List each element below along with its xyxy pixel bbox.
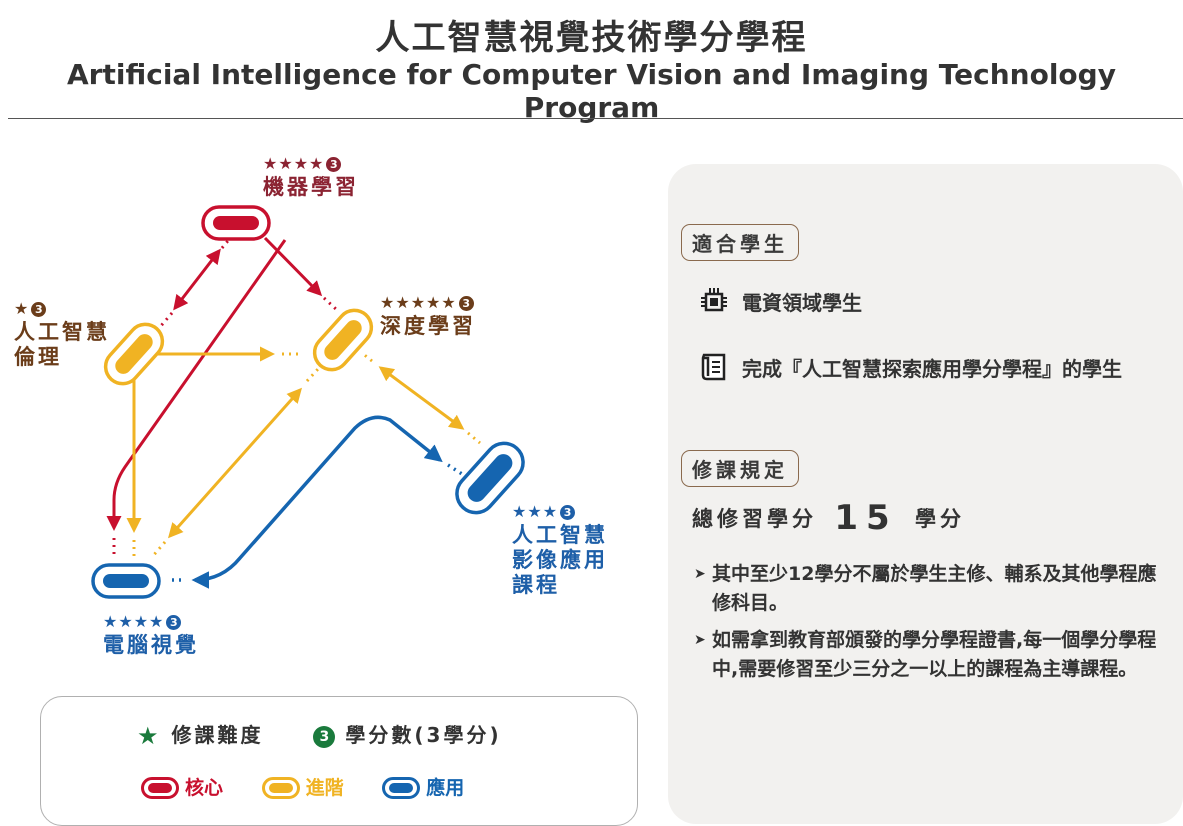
node-cv [91,563,161,599]
node-ethics [103,322,165,386]
total-credits: 總修習學分 15 學分 [692,498,965,538]
page-title-en: Artificial Intelligence for Computer Vis… [67,58,1116,124]
applied-pill-icon [382,777,421,799]
legend-advanced: 進階 [261,773,344,800]
document-icon [700,352,728,382]
ml-credit-badge: 3 [326,157,342,172]
ml-deep-arrow [263,236,340,313]
core-pill-icon [141,777,179,799]
ml-ethics-arrow [158,235,234,328]
legend-core-label: 核心 [185,777,224,799]
info-panel [668,164,1183,824]
node-ml [201,205,271,241]
advanced-pill-icon [261,777,300,799]
deep-stars: ★★★★★ [380,293,457,312]
ethics-stars: ★ [14,299,30,318]
cv-name: 電腦視覺 [103,633,199,657]
legend-row-types: 核心 進階 應用 [141,773,496,800]
ethics-credit-badge: 3 [31,302,47,317]
course-ethics-label: ★3 人工智慧 倫理 [14,295,110,370]
deep-cv-arrow [150,367,320,558]
star-icon: ★ [137,722,162,750]
chip-icon [700,286,728,316]
image-app-stars: ★★★ [512,502,559,521]
suitable-item-eecs: 電資領域學生 [700,286,862,316]
deep-name: 深度學習 [380,314,476,338]
image-app-name-line2: 影像應用 [512,548,608,572]
total-credits-prefix: 總修習學分 [692,507,817,531]
cv-credit-badge: 3 [166,615,182,630]
rule-item-2-text: 如需拿到教育部頒發的學分學程證書,每一個學分學程中,需要修習至少三分之一以上的課… [712,629,1157,680]
image-app-name-line1: 人工智慧 [512,523,608,547]
ml-name: 機器學習 [263,175,359,199]
legend-row-meaning: ★ 修課難度 3 學分數(3學分) [137,719,502,750]
course-cv-label: ★★★★3 電腦視覺 [103,608,199,658]
node-deep [312,308,374,372]
suitable-item-eecs-text: 電資領域學生 [742,290,862,315]
header-divider [8,118,1183,119]
total-credits-suffix: 學分 [914,507,965,531]
deep-image-arrow [361,351,481,445]
course-deep-label: ★★★★★3 深度學習 [380,289,476,339]
ml-cv-arrow [106,239,287,558]
image-app-credit-badge: 3 [560,505,576,520]
page-title-zh: 人工智慧視覺技術學分學程 [375,18,808,58]
legend-credits: 學分數(3學分) [345,723,502,747]
arrow-bullet-icon: ➤ [694,566,706,582]
course-rules-tag: 修課規定 [681,450,799,487]
cv-stars: ★★★★ [103,612,165,631]
legend-box: ★ 修課難度 3 學分數(3學分) 核心 進階 應用 [40,696,638,826]
legend-applied-label: 應用 [426,777,465,799]
suitable-item-completed: 完成『人工智慧探索應用學分學程』的學生 [700,352,1122,382]
suitable-item-completed-text: 完成『人工智慧探索應用學分學程』的學生 [742,356,1122,381]
ethics-name-line1: 人工智慧 [14,320,110,344]
arrow-bullet-icon: ➤ [694,632,706,648]
legend-difficulty: 修課難度 [171,723,264,747]
legend-credit-badge: 3 [313,726,336,748]
course-image-app-label: ★★★3 人工智慧 影像應用 課程 [512,498,608,598]
suitable-students-tag: 適合學生 [681,224,799,261]
course-map-diagram [91,205,525,599]
ethics-name-line2: 倫理 [14,345,62,369]
node-image-app [455,441,525,515]
rule-item-1-text: 其中至少12學分不屬於學生主修、輔系及其他學程應修科目。 [712,563,1157,614]
rule-item-2: ➤ 如需拿到教育部頒發的學分學程證書,每一個學分學程中,需要修習至少三分之一以上… [694,626,1164,684]
legend-core: 核心 [141,773,223,800]
deep-credit-badge: 3 [458,296,474,311]
image-app-name-line3: 課程 [512,573,560,597]
total-credits-number: 15 [834,498,898,538]
course-ml-label: ★★★★3 機器學習 [263,150,359,200]
legend-applied: 應用 [382,773,464,800]
legend-advanced-label: 進階 [305,777,344,799]
rule-item-1: ➤ 其中至少12學分不屬於學生主修、輔系及其他學程應修科目。 [694,560,1164,618]
ml-stars: ★★★★ [263,154,325,173]
cv-image-arrow [172,415,463,589]
